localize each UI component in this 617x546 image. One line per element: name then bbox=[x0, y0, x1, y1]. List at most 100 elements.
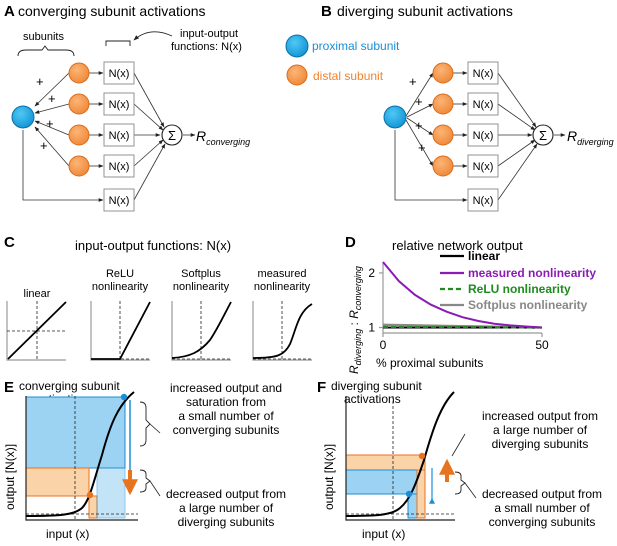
increased-input-band bbox=[96, 467, 126, 519]
b-edge-box-1-to-sum bbox=[497, 72, 537, 128]
panel-f: F diverging subunit activations output [… bbox=[317, 379, 602, 541]
plus-sign: + bbox=[46, 116, 54, 131]
nonlinearity-box-label: N(x) bbox=[473, 161, 494, 173]
nonlinearity-box bbox=[467, 123, 499, 147]
decrease-brace bbox=[139, 469, 151, 493]
increased-output-region bbox=[345, 454, 426, 471]
nonlinearity-box bbox=[103, 188, 135, 212]
y-tick-label: 2 bbox=[368, 266, 375, 280]
output-converging: Rconverging bbox=[196, 128, 250, 147]
panel-f-title-line1: diverging subunit bbox=[331, 379, 422, 393]
panel-a: A converging subunit activations subunit… bbox=[4, 3, 250, 212]
legend-distal-label: distal subunit bbox=[313, 69, 384, 83]
io-panel-label: linear bbox=[24, 288, 51, 300]
plus-sign: + bbox=[36, 74, 44, 89]
b-edge-proximal-to-distal-1 bbox=[405, 72, 434, 117]
panel-e-note-down: decreased output from bbox=[166, 487, 286, 501]
measured-curve bbox=[252, 303, 313, 359]
nonlinearity-box-label: N(x) bbox=[109, 99, 130, 111]
io-plot-softplus bbox=[171, 301, 232, 361]
distal-subunit-node bbox=[68, 93, 90, 115]
plus-sign: + bbox=[415, 94, 423, 109]
nonlinearity-box bbox=[467, 92, 499, 116]
io-label-line1: input-output bbox=[180, 28, 238, 40]
io-panel-label: measured bbox=[258, 268, 307, 280]
nonlinearity-box bbox=[467, 188, 499, 212]
nonlinearity-box bbox=[467, 154, 499, 178]
panel-letter-f: F bbox=[317, 379, 326, 396]
nonlinearity-box-label: N(x) bbox=[473, 68, 494, 80]
panel-letter-a: A bbox=[4, 3, 15, 20]
plus-sign: + bbox=[40, 138, 48, 153]
plus-sign: + bbox=[48, 91, 56, 106]
io-panel-label: Softplus bbox=[181, 268, 221, 280]
series-line-relu-nonlinearity bbox=[383, 325, 542, 329]
panel-e: E converging subunit activations output … bbox=[3, 379, 286, 541]
a-edge-1-to-proximal bbox=[34, 72, 70, 107]
increase-brace bbox=[139, 401, 151, 447]
io-label-line2: functions: N(x) bbox=[171, 41, 242, 53]
legend-label: measured nonlinearity bbox=[468, 266, 596, 280]
nonlinearity-box-label: N(x) bbox=[109, 68, 130, 80]
panel-e-note-up: increased output and bbox=[170, 381, 282, 395]
plus-sign: + bbox=[418, 140, 426, 155]
panel-f-note-up: diverging subunits bbox=[492, 437, 589, 451]
summation-node bbox=[161, 124, 183, 146]
a-edge-box-1-to-sum bbox=[133, 72, 165, 128]
panel-f-note-down: a small number of bbox=[494, 501, 590, 515]
diverging-point bbox=[418, 452, 426, 460]
io-plot-measured bbox=[252, 301, 313, 361]
io-panel-label: nonlinearity bbox=[92, 281, 149, 293]
increase-leader bbox=[149, 423, 161, 434]
panel-f-note-down: converging subunits bbox=[489, 515, 596, 529]
decrease-leader bbox=[464, 482, 477, 499]
saturation-point bbox=[120, 393, 128, 401]
legend-distal-marker bbox=[286, 64, 308, 86]
distal-subunit-node bbox=[68, 155, 90, 177]
panel-c-title: input-output functions: N(x) bbox=[75, 238, 231, 253]
nonlinearity-box-label: N(x) bbox=[473, 195, 494, 207]
panel-d-axes bbox=[382, 262, 542, 334]
summation-symbol: Σ bbox=[168, 128, 176, 143]
io-panel-label: nonlinearity bbox=[254, 281, 311, 293]
panel-letter-d: D bbox=[345, 234, 356, 251]
converging-point bbox=[405, 490, 413, 498]
summation-symbol: Σ bbox=[539, 128, 547, 143]
panel-e-title-line1: converging subunit bbox=[19, 379, 120, 393]
subunits-brace bbox=[17, 45, 75, 57]
b-edge-box-4-to-sum bbox=[497, 139, 536, 167]
io-panel-label: ReLU bbox=[106, 268, 134, 280]
nonlinearity-box bbox=[467, 61, 499, 85]
panel-e-note-down: diverging subunits bbox=[178, 515, 275, 529]
panel-b-title: diverging subunit activations bbox=[337, 3, 513, 19]
decreased-input-band bbox=[88, 495, 98, 519]
a-edge-3-to-proximal bbox=[34, 120, 70, 136]
panel-b: B diverging subunit activations proximal… bbox=[285, 3, 614, 212]
y-tick-label: 1 bbox=[368, 321, 375, 335]
decreased-output-region bbox=[25, 467, 90, 497]
nonlinearity-box-label: N(x) bbox=[473, 99, 494, 111]
decrease-leader bbox=[149, 480, 161, 497]
output-diverging: Rdiverging bbox=[567, 128, 614, 147]
panel-d-xlabel: % proximal subunits bbox=[376, 356, 483, 370]
b-edge-proximal-to-box-5 bbox=[394, 130, 468, 202]
distal-subunit-node bbox=[68, 124, 90, 146]
increased-output-region bbox=[25, 396, 126, 469]
panel-f-note-up: increased output from bbox=[482, 409, 598, 423]
panel-letter-b: B bbox=[321, 3, 332, 20]
b-edge-box-5-to-sum bbox=[497, 143, 538, 201]
panel-f-title-line2: activations bbox=[344, 392, 401, 406]
x-tick-label: 0 bbox=[380, 338, 387, 352]
legend-proximal-marker bbox=[285, 34, 309, 58]
panel-f-axes bbox=[345, 396, 455, 521]
converging-point bbox=[86, 491, 94, 499]
panel-d-title: relative network output bbox=[392, 238, 523, 253]
panel-e-axes bbox=[25, 396, 138, 521]
nonlinearity-box bbox=[103, 61, 135, 85]
a-edge-box-2-to-sum bbox=[133, 103, 164, 131]
distal-subunit-node bbox=[68, 62, 90, 84]
subunits-label: subunits bbox=[23, 31, 64, 43]
linear-curve bbox=[7, 301, 67, 360]
